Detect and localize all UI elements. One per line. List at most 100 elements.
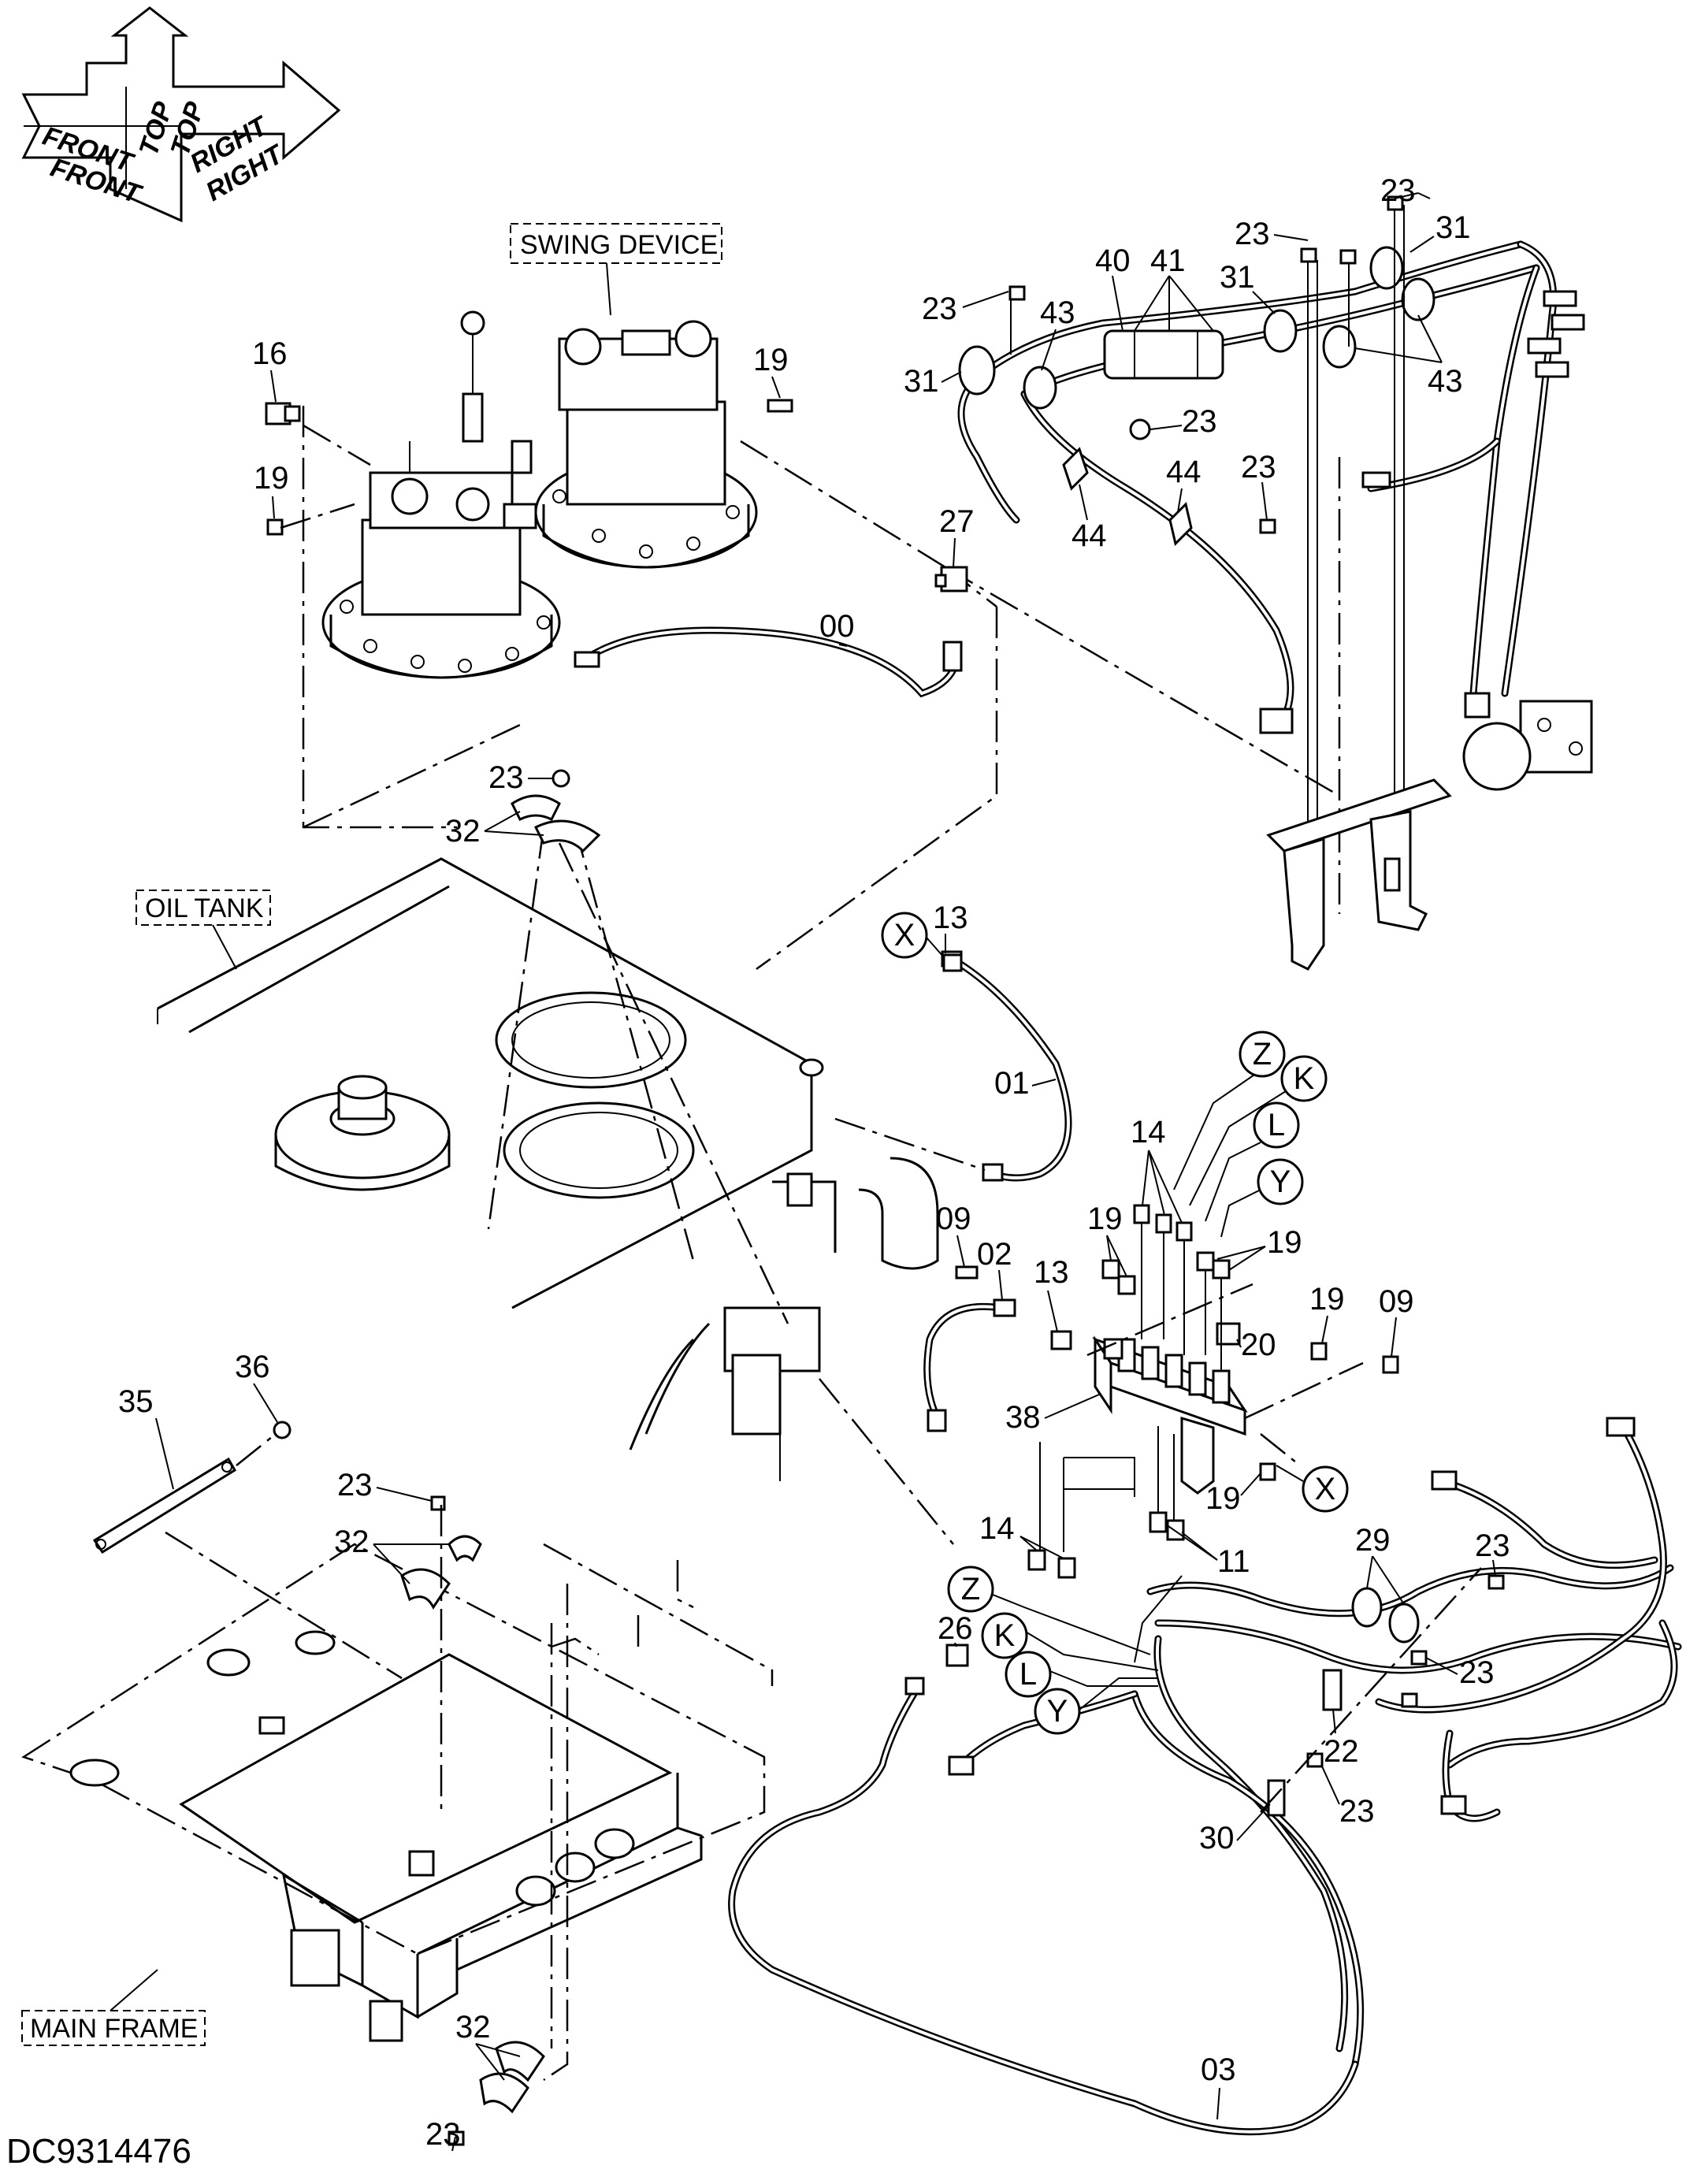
svg-text:K: K [1294,1061,1315,1096]
callout-20: 20 [1241,1328,1276,1362]
bracket-bolt-lines [1010,205,1405,914]
callout-27: 27 [939,504,975,539]
tee-27 [934,566,968,592]
callout-23: 23 [1241,450,1276,485]
callout-09: 09 [1379,1284,1414,1319]
manifold-38 [1050,1330,1248,1495]
marker-y [1257,1158,1304,1205]
svg-text:X: X [1315,1472,1336,1506]
bolt-19-top [767,399,793,413]
callout-00: 00 [819,609,855,644]
main-frame-label: MAIN FRAME [21,1969,206,2046]
svg-text:Z: Z [1253,1037,1272,1072]
svg-text:X: X [894,918,915,953]
callout-44: 44 [1166,455,1201,489]
oil-tank-label: OIL TANK [136,890,271,970]
hose-03 [728,1690,1359,2136]
bolts-23-upper [1008,195,1404,534]
marker-x [1302,1465,1349,1513]
callout-31: 31 [904,364,939,399]
svg-text:Y: Y [1047,1694,1068,1729]
clamps-lower [1260,1567,1505,1817]
marker-k [1280,1055,1328,1102]
zkly-leaders-bottom [984,1591,1159,1710]
pilot-hose-bundle-upper [957,240,1585,734]
clamp-32-lower [448,1584,569,2146]
swing-motor-left [321,441,561,679]
callout-16: 16 [252,336,288,371]
callout-43: 43 [1040,295,1075,330]
callout-22: 22 [1324,1734,1359,1769]
marker-l [1253,1101,1300,1149]
clamp-44 [1062,447,1193,546]
marker-k [981,1612,1028,1659]
cover-bar-35 [92,1421,403,1680]
mounting-bracket [1266,778,1452,971]
callout-31: 31 [1435,210,1471,245]
svg-text:Z: Z [961,1572,980,1606]
marker-z [947,1566,994,1613]
callout-41: 41 [1150,243,1186,278]
callout-23: 23 [337,1468,373,1502]
callout-09: 09 [936,1202,971,1236]
callout-31: 31 [1220,260,1255,295]
marker-x [881,912,928,959]
callout-03: 03 [1201,2052,1236,2087]
connection-markers: X X Z K L Y Z K L Y [881,912,1349,1735]
callout-38: 38 [1005,1400,1041,1435]
oil-tank [157,857,939,1481]
clamp-32-middle [400,1495,482,1812]
callout-19: 19 [753,343,789,377]
shuttle-valve-block [1462,692,1593,791]
callout-23: 23 [1380,173,1416,208]
callouts: 23 23 23 23 23 23 23 23 23 23 23 40 41 3… [118,173,1510,2152]
orientation-arrow-shape [21,6,341,223]
svg-text:L: L [1019,1657,1037,1692]
hose-01 [834,950,1072,1182]
callout-23: 23 [1339,1794,1375,1829]
callout-13: 13 [1034,1255,1069,1290]
callout-23: 23 [922,292,957,326]
callout-23: 23 [1475,1528,1510,1563]
callout-23: 23 [488,760,524,795]
hose-00 [574,626,963,698]
callout-35: 35 [118,1384,154,1419]
callout-19: 19 [1309,1282,1345,1317]
zkly-leaders-top [1173,1071,1293,1238]
callout-19: 19 [1205,1481,1241,1516]
swing-motor-right [460,310,758,569]
fitting-13-upper [942,953,963,972]
callout-44: 44 [1071,518,1107,553]
elbow-26 [904,1644,969,1696]
fitting-16 [265,402,301,425]
svg-text:K: K [994,1618,1016,1653]
orientation-indicator: FRONT FRONT TOP TOP RIGHT RIGHT [21,6,341,223]
svg-text:SWING DEVICE: SWING DEVICE [520,230,718,260]
callout-14: 14 [979,1511,1015,1546]
svg-text:L: L [1268,1108,1285,1142]
callout-01: 01 [994,1066,1030,1101]
callout-23: 23 [1182,404,1217,439]
callout-29: 29 [1355,1523,1391,1558]
main-frame [21,1543,774,2042]
manifold-leaders [1039,1283,1364,1552]
drawing-code: DC9314476 [6,2132,191,2171]
callout-14: 14 [1131,1115,1166,1150]
callout-32: 32 [445,814,481,849]
svg-text:OIL TANK: OIL TANK [145,893,264,923]
callout-19: 19 [1087,1202,1123,1236]
callout-11: 11 [1217,1544,1250,1579]
callout-19: 19 [254,461,289,496]
callout-40: 40 [1095,243,1131,278]
hose-02 [923,1298,1016,1432]
clamp-rings [958,246,1435,410]
protector-40 [1103,329,1224,380]
callout-23: 23 [425,2117,461,2152]
pilot-hose-bundle-lower [948,1417,1682,2068]
marker-l [1005,1651,1052,1698]
fittings-14-19-20 [955,1204,1399,1481]
callout-43: 43 [1428,364,1463,399]
callout-19: 19 [1267,1225,1302,1260]
callout-36: 36 [235,1350,270,1384]
